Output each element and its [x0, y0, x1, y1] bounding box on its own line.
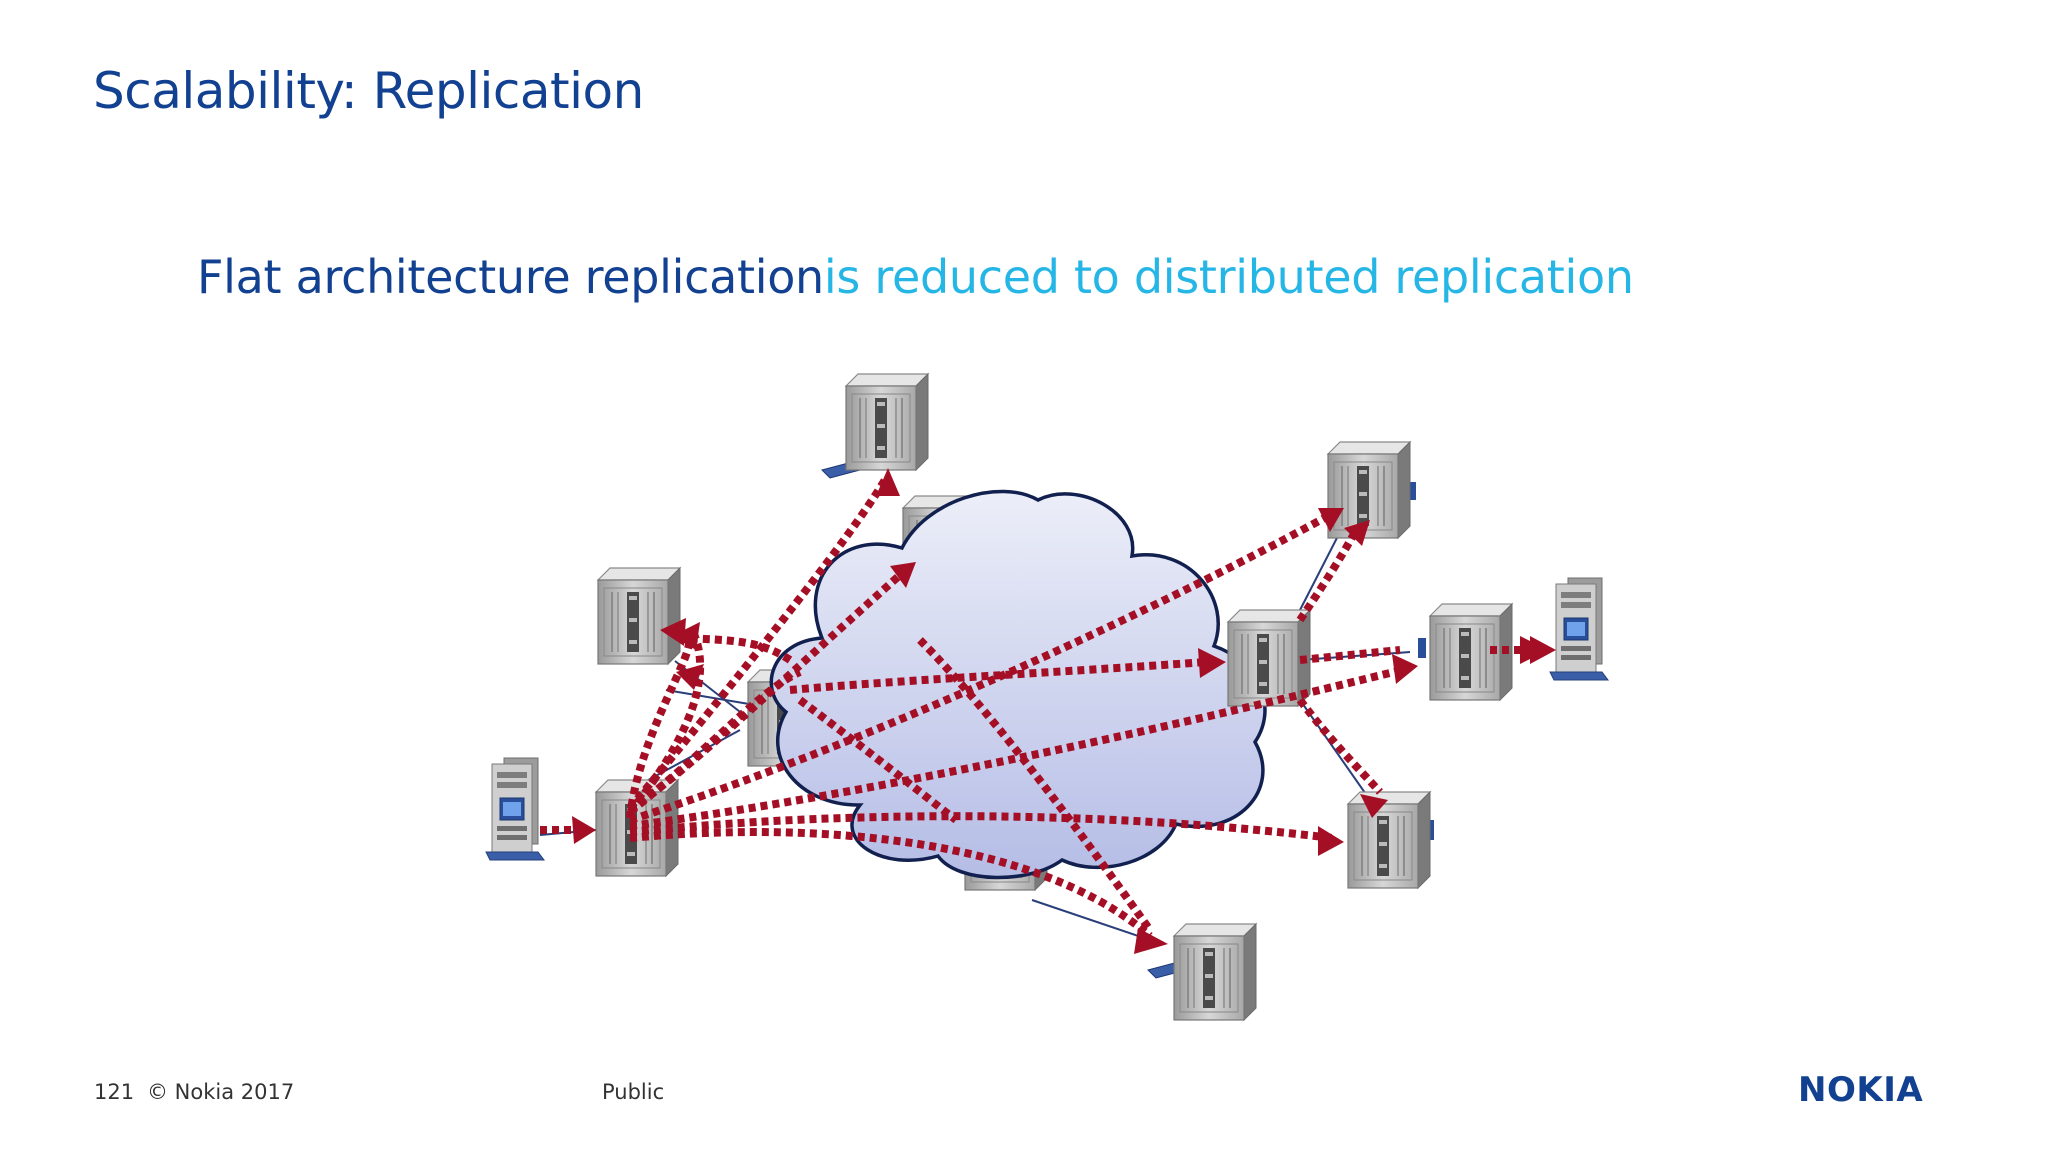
router-top [845, 373, 929, 471]
copyright-text: © Nokia 2017 [147, 1080, 295, 1104]
classification-label: Public [602, 1080, 665, 1104]
router-bottom [1173, 923, 1257, 1021]
slide-number: 121 [94, 1080, 135, 1104]
source-server [485, 757, 545, 861]
slide-title: Scalability: Replication [93, 62, 644, 120]
router-bottom-right [1347, 791, 1431, 889]
router-top-right [1327, 441, 1411, 539]
router-top-right-port [1408, 482, 1416, 500]
slide-subtitle: Flat architecture replicationis reduced … [197, 250, 1634, 304]
router-top-left [597, 567, 681, 665]
router-right [1429, 603, 1513, 701]
router-right-hub [1227, 609, 1311, 707]
subtitle-part-flat: Flat architecture replication [197, 250, 824, 304]
receiver-server [1549, 577, 1609, 681]
router-right-port [1418, 638, 1426, 658]
subtitle-part-distributed: is reduced to distributed replication [823, 250, 1634, 304]
arrowheads [572, 468, 1556, 954]
nokia-logo: NOKIA [1798, 1070, 1924, 1110]
